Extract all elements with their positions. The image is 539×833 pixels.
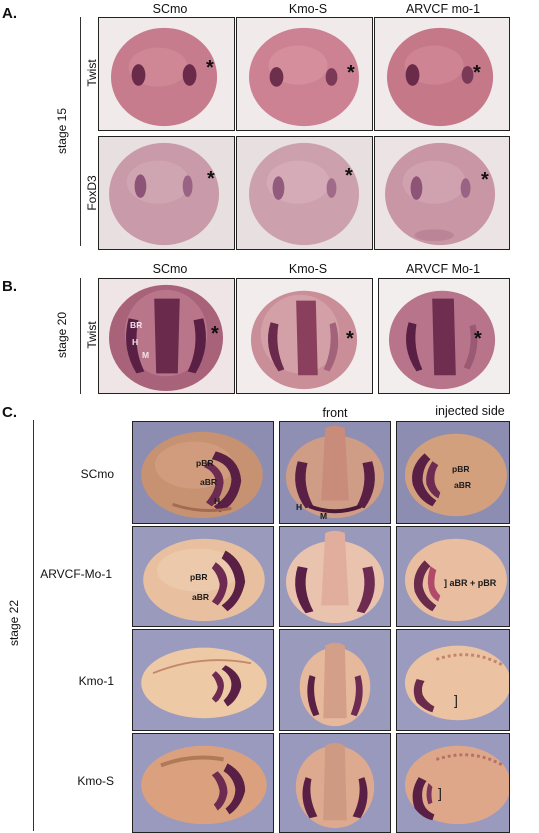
annotation-m: M: [320, 511, 328, 521]
image-a-foxd3-kmos: [236, 136, 373, 250]
panel-a-col-1: SCmo: [152, 2, 188, 16]
annotation-h: H: [214, 496, 221, 506]
star-marker: *: [347, 62, 355, 84]
panel-a-col-2: Kmo-S: [288, 2, 328, 16]
panel-a-stage-line: [80, 17, 81, 246]
panel-b-col-3: ARVCF Mo-1: [405, 262, 481, 276]
star-marker: *: [473, 62, 481, 84]
image-c-arvcf-lateral: [132, 526, 274, 627]
image-c-scmo-front: [279, 421, 391, 524]
star-marker: *: [211, 323, 219, 345]
panel-c-label: C.: [2, 404, 17, 421]
panel-a-stage-label: stage 15: [55, 107, 69, 155]
panel-b-label: B.: [2, 278, 17, 295]
annotation-pbr: pBR: [196, 458, 214, 468]
image-a-foxd3-arvcf: [374, 136, 510, 250]
image-c-scmo-lateral: [132, 421, 274, 524]
star-marker: *: [481, 169, 489, 191]
panel-a-label: A.: [2, 5, 17, 22]
annotation-abr: aBR: [454, 480, 472, 490]
image-c-kmos-front: [279, 733, 391, 833]
image-a-twist-arvcf: [374, 17, 510, 131]
image-a-foxd3-scmo: [98, 136, 235, 250]
image-c-arvcf-injected: [396, 526, 510, 627]
image-b-twist-kmos: [236, 278, 373, 394]
panel-a-row-foxd3: FoxD3: [85, 175, 99, 211]
panel-c-row-scmo: SCmo: [80, 467, 114, 481]
image-c-scmo-injected: [396, 421, 510, 524]
panel-b-col-1: SCmo: [152, 262, 188, 276]
panel-c-col-front: front: [322, 406, 348, 420]
panel-c-stage-label: stage 22: [7, 599, 21, 647]
annotation-abr-pbr: ] aBR + pBR: [444, 578, 497, 588]
annotation-br: BR: [130, 320, 143, 330]
panel-c-row-kmos: Kmo-S: [77, 774, 114, 788]
image-b-twist-arvcf: [378, 278, 510, 394]
star-marker: *: [345, 165, 353, 187]
panel-c-row-arvcf: ARVCF-Mo-1: [40, 567, 112, 581]
panel-b-row-twist: Twist: [85, 321, 99, 349]
annotation-h: H: [132, 337, 139, 347]
annotation-pbr: pBR: [190, 572, 208, 582]
image-a-twist-scmo: [98, 17, 235, 131]
annotation-abr: aBR: [200, 477, 218, 487]
panel-b-col-2: Kmo-S: [288, 262, 328, 276]
bracket-marker: ]: [454, 692, 458, 708]
panel-a-col-3: ARVCF mo-1: [405, 2, 481, 16]
panel-b-stage-line: [80, 278, 81, 394]
panel-a-row-twist: Twist: [85, 59, 99, 87]
annotation-h: H: [296, 502, 303, 512]
star-marker: *: [346, 328, 354, 350]
star-marker: *: [207, 168, 215, 190]
bracket-marker: ]: [438, 785, 442, 801]
image-c-kmos-injected: [396, 733, 510, 833]
star-marker: *: [474, 328, 482, 350]
image-c-kmos-lateral: [132, 733, 274, 833]
annotation-m: M: [142, 350, 150, 360]
image-b-twist-scmo: [98, 278, 235, 394]
image-c-kmo1-front: [279, 629, 391, 731]
panel-c-row-kmo1: Kmo-1: [78, 674, 114, 688]
panel-b-stage-label: stage 20: [55, 311, 69, 359]
image-a-twist-kmos: [236, 17, 373, 131]
star-marker: *: [206, 57, 214, 79]
panel-c-col-injected: injected side: [435, 404, 505, 418]
image-c-kmo1-lateral: [132, 629, 274, 731]
image-c-kmo1-injected: [396, 629, 510, 731]
annotation-pbr: pBR: [452, 464, 470, 474]
panel-c-stage-line: [33, 420, 34, 831]
image-c-arvcf-front: [279, 526, 391, 627]
annotation-abr: aBR: [192, 592, 210, 602]
